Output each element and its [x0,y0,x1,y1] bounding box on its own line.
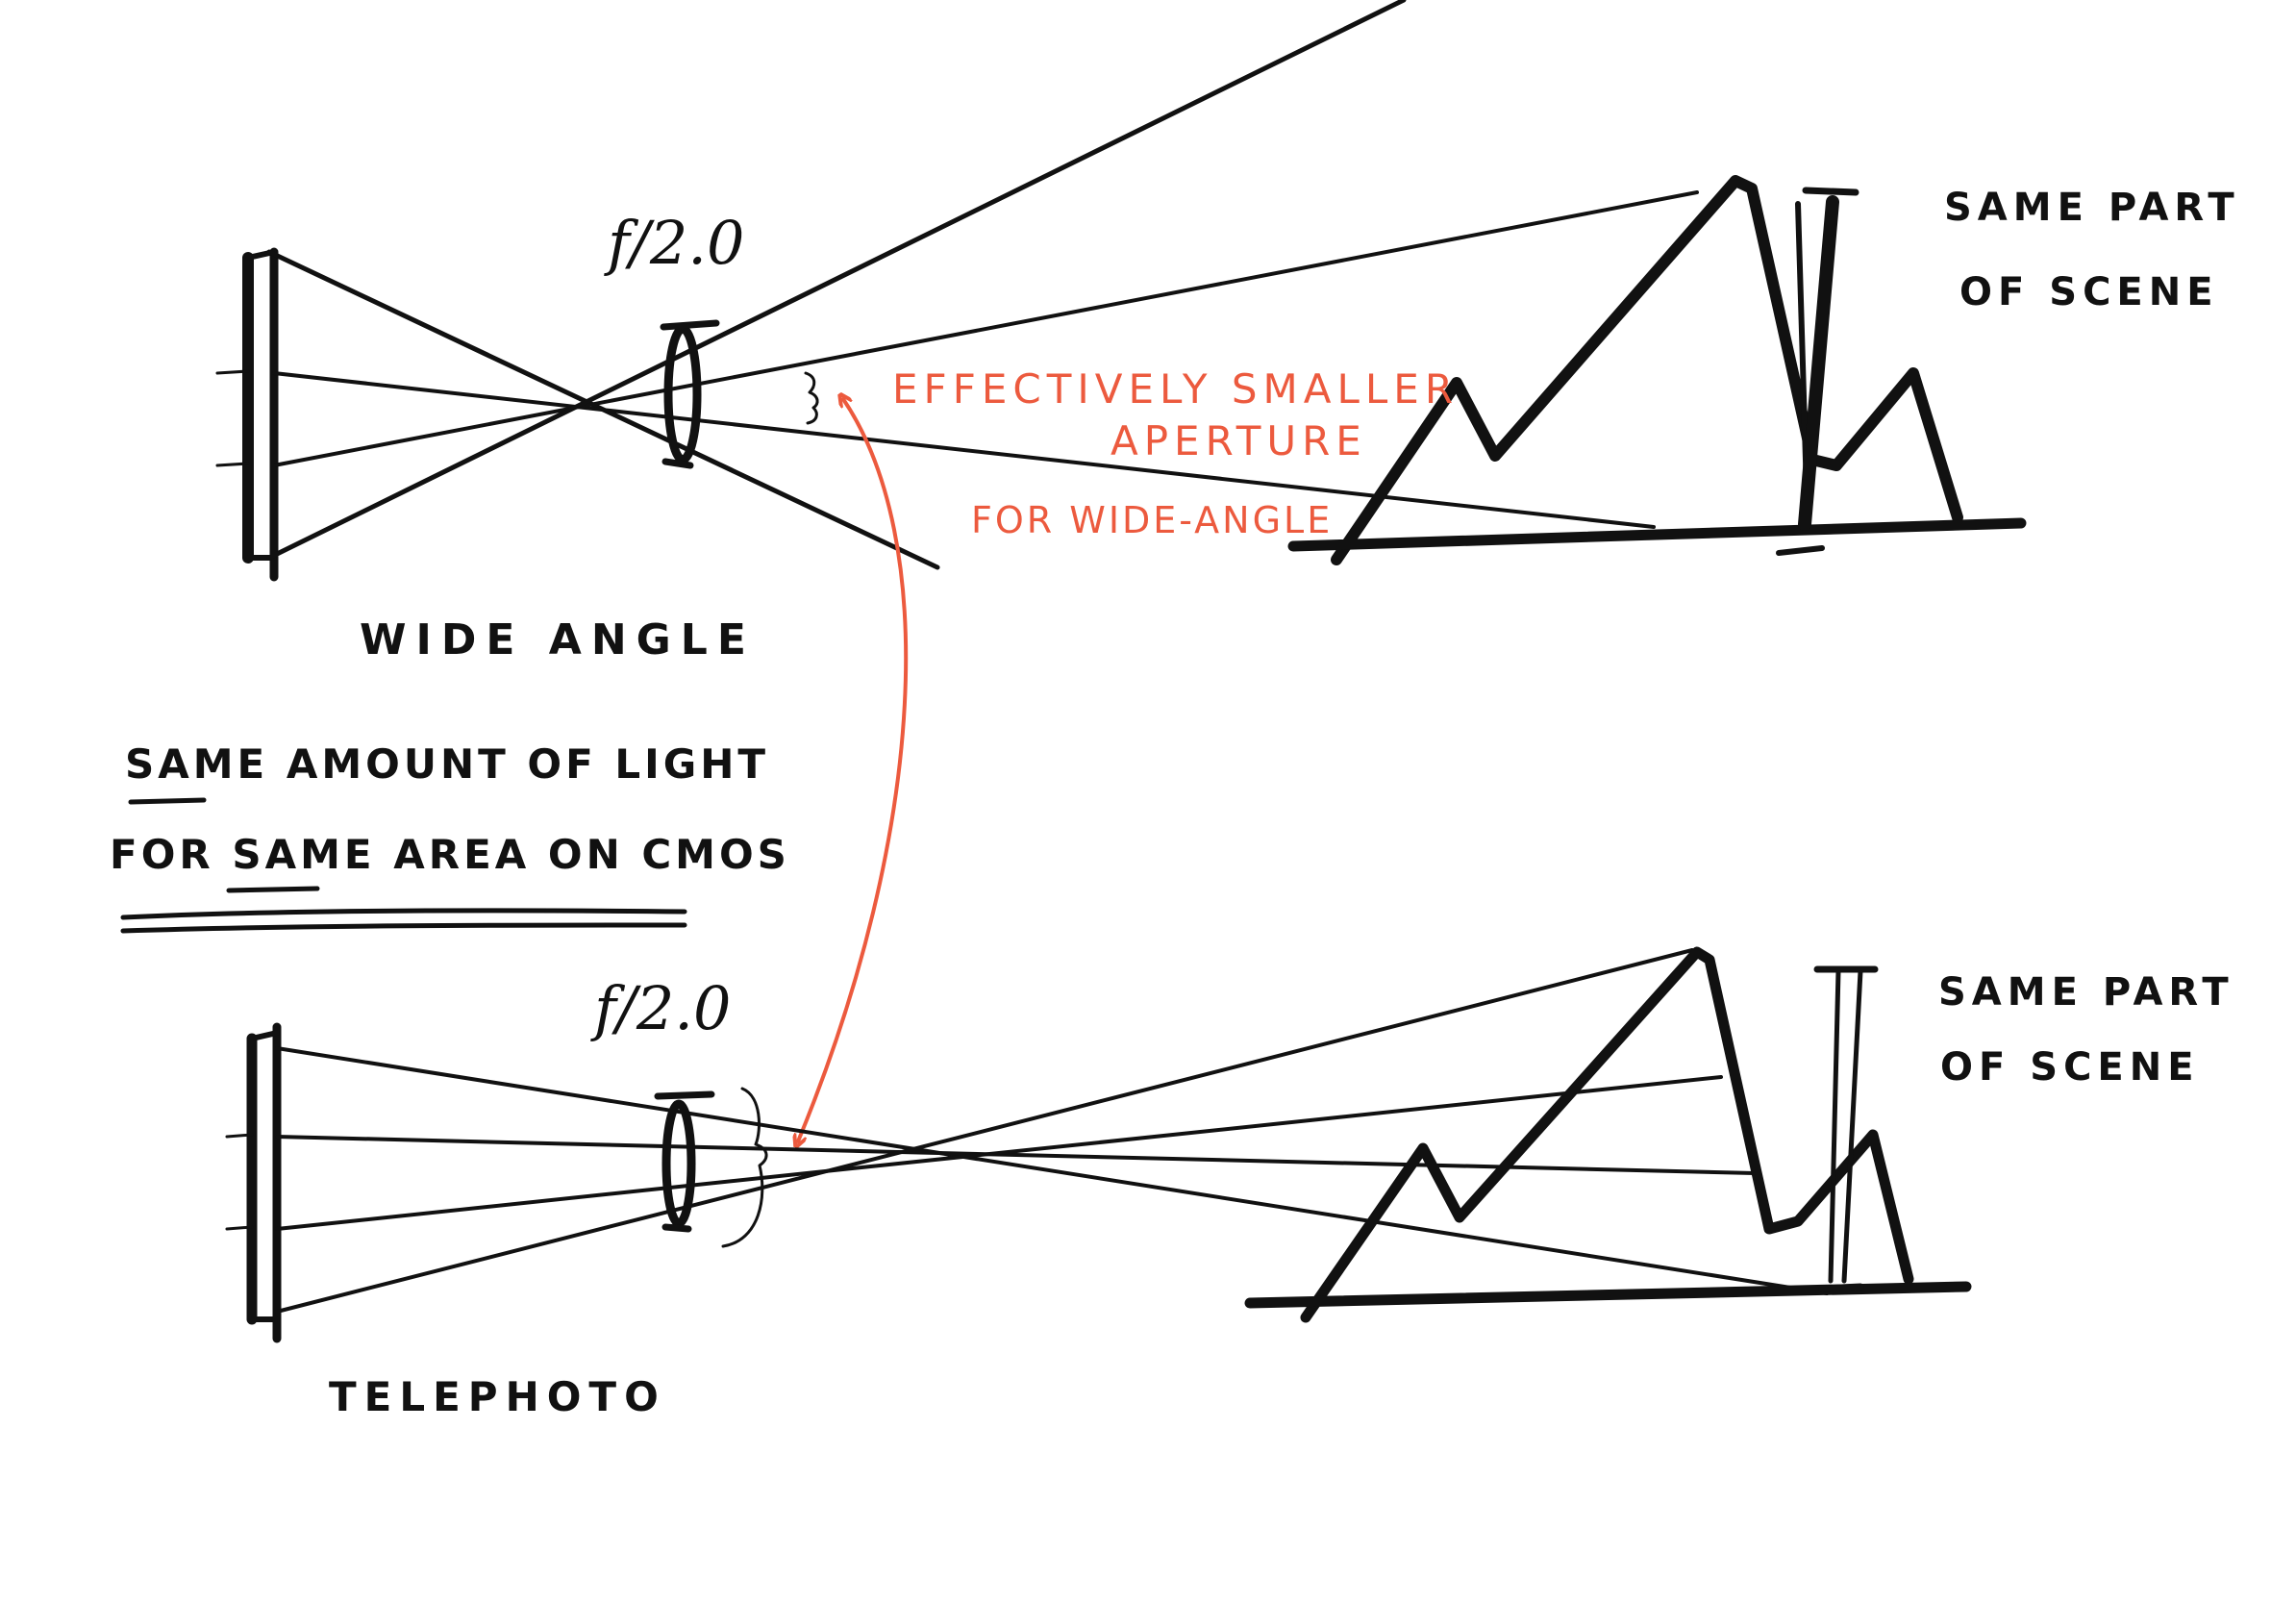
wide-rays [266,0,1699,570]
wide-sensor [215,247,279,582]
tele-fnumber: f/2.0 [594,973,732,1043]
tele-aperture-brace [721,1087,768,1248]
effective-aperture-line1: EFFECTIVELY SMALLER [892,365,1460,413]
middle-note-line1: SAME AMOUNT OF LIGHT [125,740,770,788]
wide-fnumber: f/2.0 [608,208,745,278]
wide-scene-note-line1: SAME PART [1944,186,2240,230]
telephoto-setup [225,946,1972,1343]
tele-lens [654,1090,715,1233]
tele-rays [275,948,1829,1314]
wide-scene-note-line2: OF SCENE [1959,270,2219,314]
tele-scene-note-line2: OF SCENE [1940,1045,2200,1090]
wide-scene [1287,175,2027,565]
wide-angle-caption: WIDE ANGLE [360,615,756,664]
telephoto-caption: TELEPHOTO [329,1373,666,1420]
wide-lens [660,319,720,469]
tele-scene-note-line1: SAME PART [1938,970,2234,1015]
tele-scene [1244,946,1972,1323]
effective-aperture-line3: FOR WIDE-ANGLE [971,499,1334,541]
wide-angle-setup [215,0,2027,582]
middle-note-line2: FOR SAME AREA ON CMOS [110,831,790,878]
tele-sensor [225,1022,282,1343]
wide-aperture-brace [804,371,819,425]
comparison-arrow [798,399,909,1141]
effective-aperture-line2: APERTURE [1111,417,1367,464]
middle-underlines [120,797,687,934]
